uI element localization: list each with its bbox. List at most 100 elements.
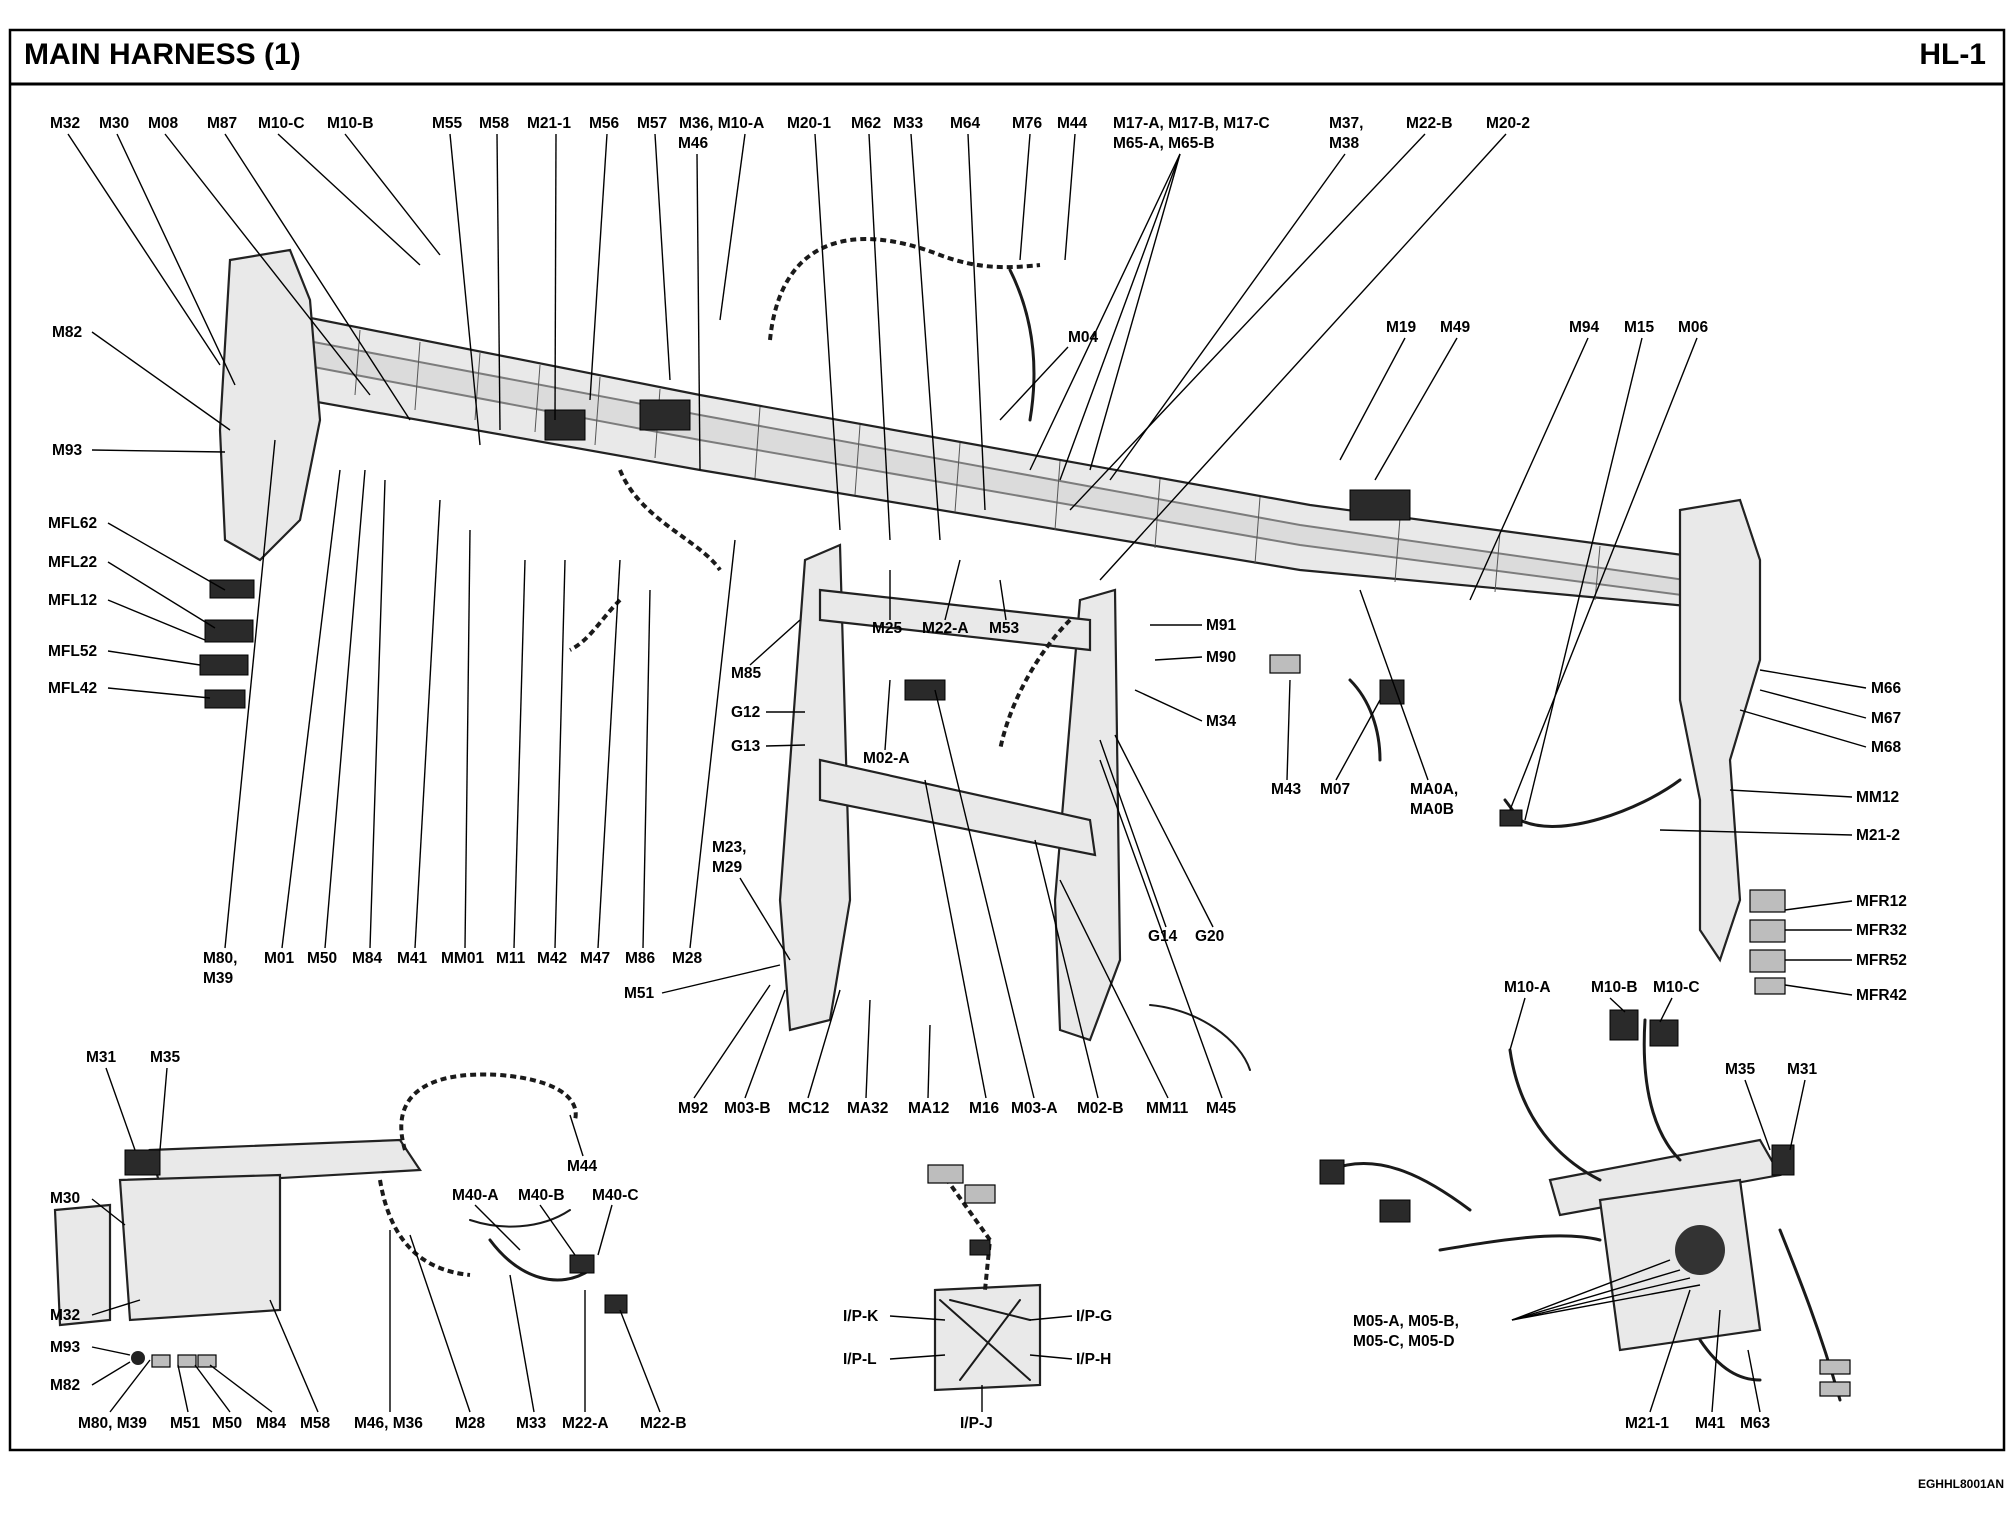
label-m50: M50 — [307, 950, 337, 967]
main-bottom-left-leaders — [224, 439, 736, 949]
label-m91: M91 — [1206, 617, 1237, 634]
page-frame — [8, 28, 2006, 1452]
label-m53: M53 — [989, 620, 1020, 637]
label-mfl22: MFL22 — [48, 554, 97, 571]
label-d-m82: M82 — [50, 1377, 80, 1394]
label-ip-j: I/P-J — [960, 1415, 993, 1432]
detail-left-drawing — [53, 1072, 628, 1368]
label-m07: M07 — [1320, 781, 1350, 798]
label-ma12: MA12 — [908, 1100, 949, 1117]
label-d-m22a: M22-A — [562, 1415, 609, 1432]
label-m28: M28 — [672, 950, 703, 967]
detail-left-leaders — [91, 1067, 661, 1413]
label-m22a: M22-A — [922, 620, 969, 637]
page-code: HL-1 — [1919, 38, 1986, 71]
label-m46: M46 — [678, 135, 709, 152]
label-m10c: M10-C — [258, 115, 305, 132]
label-m84: M84 — [352, 950, 383, 967]
label-m36-m10a: M36, M10-A — [679, 115, 764, 132]
label-mfr32: MFR32 — [1856, 922, 1907, 939]
label-dr-m10c: M10-C — [1653, 979, 1700, 996]
label-mfl12: MFL12 — [48, 592, 97, 609]
label-dr-m10a: M10-A — [1504, 979, 1551, 996]
detail-right-drawing — [1319, 1009, 1851, 1402]
label-m45: M45 — [1206, 1100, 1237, 1117]
label-m90: M90 — [1206, 649, 1236, 666]
label-d-m46-m36: M46, M36 — [354, 1415, 423, 1432]
label-m85: M85 — [731, 665, 762, 682]
detail-right-labels: M10-A M10-B M10-C M35 M31 M05-A, M05-B, … — [1353, 979, 1818, 1432]
middle-leader-lines — [661, 337, 1698, 994]
left-side-labels: M82 M93 MFL62 MFL22 MFL12 MFL52 MFL42 — [48, 324, 97, 697]
label-m55: M55 — [432, 115, 463, 132]
label-d-m50: M50 — [212, 1415, 242, 1432]
label-ma0b: MA0B — [1410, 801, 1454, 818]
label-d-m30: M30 — [50, 1190, 80, 1207]
label-mfl62: MFL62 — [48, 515, 97, 532]
label-m23: M23, — [712, 839, 746, 856]
label-m04: M04 — [1068, 329, 1099, 346]
label-d-m35: M35 — [150, 1049, 181, 1066]
label-ma0a: MA0A, — [1410, 781, 1458, 798]
label-m22b: M22-B — [1406, 115, 1453, 132]
label-m82: M82 — [52, 324, 82, 341]
label-m20-2: M20-2 — [1486, 115, 1530, 132]
label-m03b: M03-B — [724, 1100, 771, 1117]
main-bottom-center-labels: M92 M03-B MC12 MA32 MA12 M16 M03-A M02-B… — [678, 1100, 1237, 1117]
top-leader-lines — [67, 133, 1507, 581]
label-m41: M41 — [397, 950, 428, 967]
label-m20-1: M20-1 — [787, 115, 831, 132]
label-m02a: M02-A — [863, 750, 910, 767]
label-m58: M58 — [479, 115, 510, 132]
label-m10b: M10-B — [327, 115, 374, 132]
document-code: EGHHL8001AN — [1918, 1477, 2004, 1491]
label-m64: M64 — [950, 115, 981, 132]
label-m51: M51 — [624, 985, 655, 1002]
main-bottom-left-labels: M80, M39 M01 M50 M84 M41 MM01 M11 M42 M4… — [203, 950, 703, 987]
label-m30: M30 — [99, 115, 129, 132]
label-m38: M38 — [1329, 135, 1360, 152]
label-m93: M93 — [52, 442, 83, 459]
label-m56: M56 — [589, 115, 620, 132]
label-m94: M94 — [1569, 319, 1600, 336]
right-leader-lines — [1659, 669, 1867, 996]
label-d-m51: M51 — [170, 1415, 201, 1432]
detail-right-leaders — [1509, 997, 1806, 1413]
label-m49: M49 — [1440, 319, 1471, 336]
label-d-m58: M58 — [300, 1415, 331, 1432]
label-m65: M65-A, M65-B — [1113, 135, 1215, 152]
label-g12: G12 — [731, 704, 760, 721]
label-dr-m31: M31 — [1787, 1061, 1818, 1078]
main-harness-drawing — [199, 237, 1786, 1071]
label-ma32: MA32 — [847, 1100, 888, 1117]
label-m08: M08 — [148, 115, 179, 132]
label-m34: M34 — [1206, 713, 1237, 730]
label-dr-m05a: M05-A, M05-B, — [1353, 1313, 1459, 1330]
middle-labels: M04 M19 M49 M94 M15 M06 M25 M22-A M53 M8… — [624, 319, 1709, 1002]
label-m01: M01 — [264, 950, 295, 967]
label-g13: G13 — [731, 738, 761, 755]
main-view-labels: M32 M30 M08 M87 M10-C M10-B M55 M58 M21-… — [50, 115, 1530, 152]
label-dr-m21-1: M21-1 — [1625, 1415, 1669, 1432]
label-m17: M17-A, M17-B, M17-C — [1113, 115, 1270, 132]
label-d-m93: M93 — [50, 1339, 81, 1356]
label-mfl42: MFL42 — [48, 680, 97, 697]
label-m68: M68 — [1871, 739, 1902, 756]
label-m19: M19 — [1386, 319, 1417, 336]
label-mfr52: MFR52 — [1856, 952, 1907, 969]
label-m29: M29 — [712, 859, 743, 876]
label-d-m40b: M40-B — [518, 1187, 565, 1204]
right-side-labels: M66 M67 M68 MM12 M21-2 MFR12 MFR32 MFR52… — [1856, 680, 1907, 1004]
label-ip-h: I/P-H — [1076, 1351, 1111, 1368]
label-g20: G20 — [1195, 928, 1224, 945]
label-d-m33: M33 — [516, 1415, 547, 1432]
label-d-m80-m39: M80, M39 — [78, 1415, 147, 1432]
label-d-m40c: M40-C — [592, 1187, 639, 1204]
label-m21-1: M21-1 — [527, 115, 571, 132]
label-dr-m10b: M10-B — [1591, 979, 1638, 996]
label-d-m28: M28 — [455, 1415, 486, 1432]
label-m43: M43 — [1271, 781, 1302, 798]
label-m02b: M02-B — [1077, 1100, 1124, 1117]
label-m86: M86 — [625, 950, 656, 967]
